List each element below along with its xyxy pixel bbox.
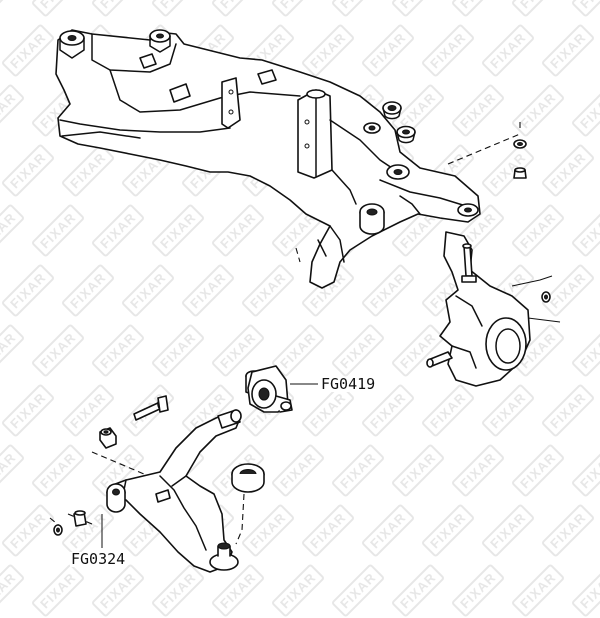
knuckle-bolts (426, 243, 551, 368)
washer-left (99, 427, 117, 449)
lower-control-arm (106, 409, 242, 573)
steering-knuckle (439, 231, 561, 387)
bushing-fg0419 (245, 365, 293, 413)
mount-bolt-and-nut (447, 118, 527, 179)
callout-label-fg0324: FG0324 (70, 550, 127, 568)
arm-bolt (133, 395, 169, 421)
suspension-exploded-diagram (49, 29, 561, 573)
lower-nuts (53, 510, 87, 536)
subframe-crossmember (55, 29, 481, 289)
callout-leaders (101, 383, 318, 548)
mount-bushings-set (363, 101, 416, 144)
callout-label-fg0419: FG0419 (320, 375, 377, 393)
rear-rubber-bushing (231, 463, 265, 545)
